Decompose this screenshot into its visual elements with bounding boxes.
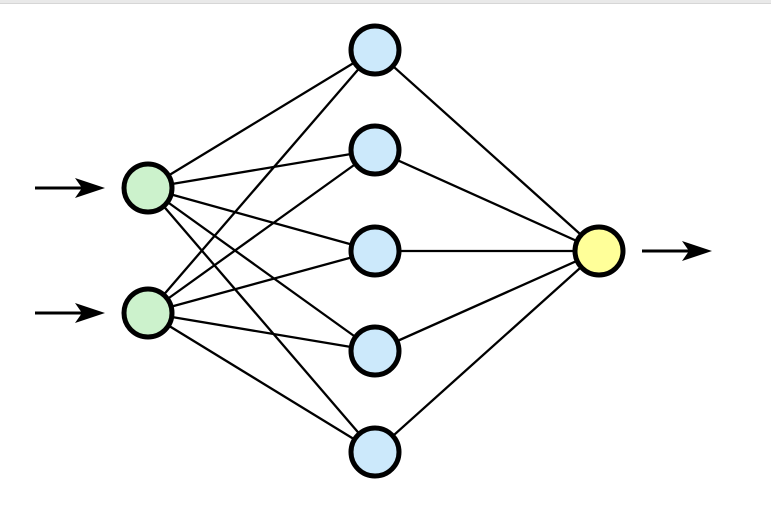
hidden-node-3: [348, 224, 402, 278]
edge-hidden2-output1: [374, 148, 600, 253]
edge-input1-hidden2: [147, 148, 376, 190]
output-node-1: [572, 224, 626, 278]
input-arrow-2-head-icon: [75, 303, 105, 323]
hidden-node-5: [348, 425, 402, 479]
edge-input2-hidden1: [147, 49, 376, 314]
edge-input1-hidden1: [147, 49, 376, 189]
window-top-border: [0, 0, 771, 4]
input-node-1: [121, 161, 175, 215]
edge-hidden4-output1: [374, 249, 600, 353]
hidden-node-1: [348, 23, 402, 77]
hidden-node-2: [348, 123, 402, 177]
input-arrow-1-head-icon: [75, 178, 105, 198]
input-node-2: [121, 286, 175, 340]
edge-input2-hidden4: [147, 311, 376, 353]
edge-input2-hidden2: [147, 149, 376, 314]
output-arrow-1-head-icon: [682, 241, 712, 261]
edge-input1-hidden5: [147, 187, 376, 453]
hidden-node-4: [348, 324, 402, 378]
edge-hidden1-output1: [374, 49, 600, 252]
edge-hidden5-output1: [374, 250, 600, 453]
edge-input2-hidden3: [147, 249, 376, 315]
edge-input1-hidden4: [147, 187, 376, 352]
edge-input1-hidden3: [147, 186, 376, 253]
edge-input2-hidden5: [147, 312, 376, 453]
